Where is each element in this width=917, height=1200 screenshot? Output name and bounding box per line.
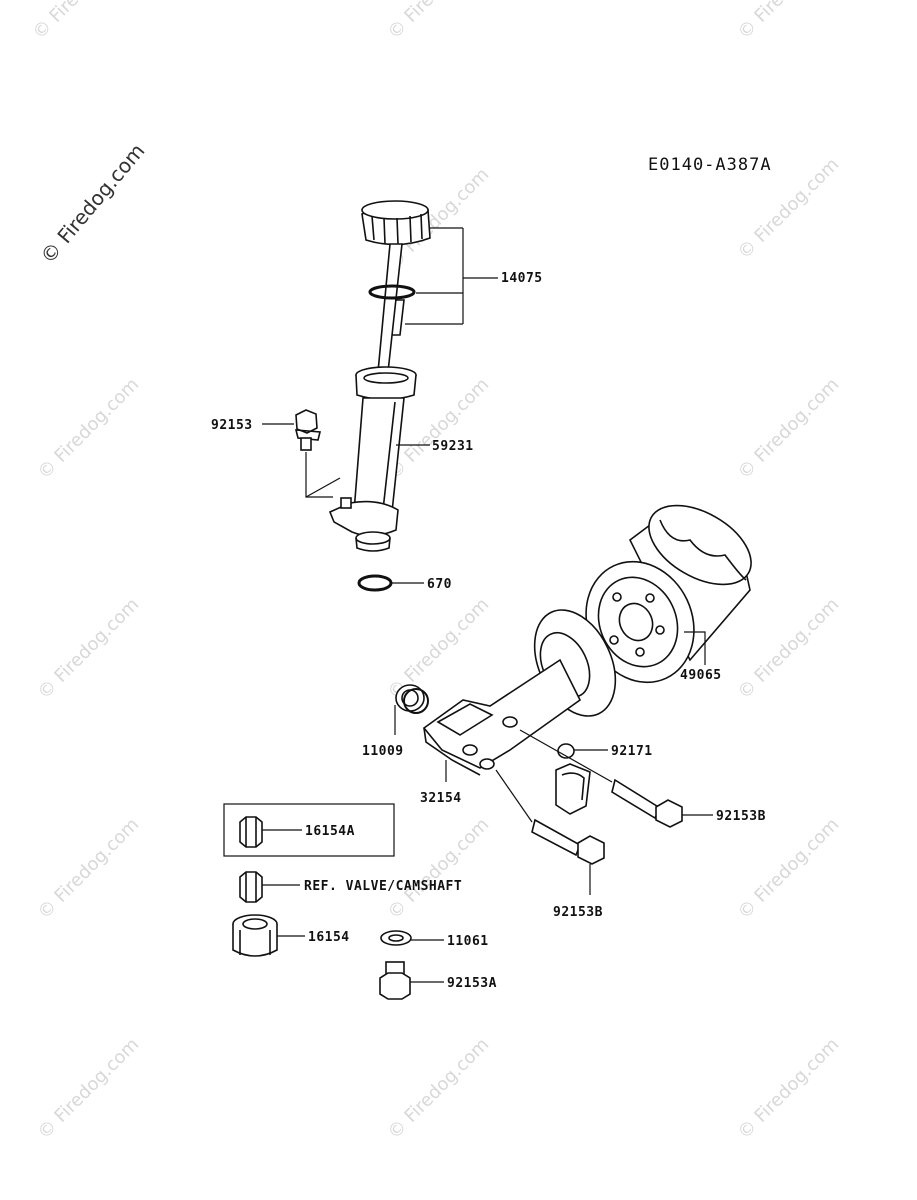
- rotor-16154a-part: [239, 816, 263, 848]
- rotor-ref-part: [239, 871, 263, 903]
- label-670: 670: [427, 577, 452, 592]
- watermark: © Firedog.com: [734, 594, 844, 704]
- washer-11061-part: [380, 930, 412, 946]
- watermark: © Firedog.com: [384, 0, 494, 44]
- watermark: © Firedog.com: [29, 0, 139, 44]
- label-11061: 11061: [447, 934, 489, 949]
- label-32154: 32154: [420, 791, 462, 806]
- leader-14075: [405, 227, 498, 325]
- watermark: © Firedog.com: [384, 814, 494, 924]
- label-ref-valve: REF. VALVE/CAMSHAFT: [304, 879, 462, 894]
- filter-mount-part: [422, 609, 617, 776]
- watermark: © Firedog.com: [734, 814, 844, 924]
- watermark: © Firedog.com: [34, 594, 144, 704]
- bolt-92153b-lower-part: [495, 769, 605, 865]
- bolt-92153-part: [294, 409, 341, 498]
- diagram-code: E0140-A387A: [648, 155, 772, 175]
- bolt-92153b-right-part: [519, 729, 683, 828]
- watermark: © Firedog.com: [734, 374, 844, 484]
- oil-filter-part: [585, 504, 752, 684]
- label-59231: 59231: [432, 439, 474, 454]
- clamp-92171-part: [555, 743, 591, 815]
- label-92153b-lower: 92153B: [553, 905, 603, 920]
- label-92153a: 92153A: [447, 976, 497, 991]
- label-16154a: 16154A: [305, 824, 355, 839]
- rotor-16154-part: [232, 914, 278, 957]
- label-16154: 16154: [308, 930, 350, 945]
- dipstick-part: [361, 200, 431, 373]
- label-14075: 14075: [501, 271, 543, 286]
- oring-670-part: [357, 574, 393, 592]
- watermark: © Firedog.com: [34, 814, 144, 924]
- fitting-11009-part: [395, 684, 429, 714]
- watermark: © Firedog.com: [734, 0, 844, 44]
- label-92153: 92153: [211, 418, 253, 433]
- watermark: © Firedog.com: [384, 1034, 494, 1144]
- label-92171: 92171: [611, 744, 653, 759]
- inset-box-16154a: [223, 803, 395, 857]
- watermark-main: © Firedog.com: [35, 139, 149, 268]
- label-49065: 49065: [680, 668, 722, 683]
- plug-92153a-part: [379, 961, 411, 1000]
- watermark: © Firedog.com: [384, 594, 494, 704]
- watermark: © Firedog.com: [34, 374, 144, 484]
- watermark: © Firedog.com: [734, 1034, 844, 1144]
- label-11009: 11009: [362, 744, 404, 759]
- dipstick-tube-part: [328, 366, 417, 552]
- label-92153b-right: 92153B: [716, 809, 766, 824]
- leader-49065: [684, 631, 706, 665]
- watermark: © Firedog.com: [34, 1034, 144, 1144]
